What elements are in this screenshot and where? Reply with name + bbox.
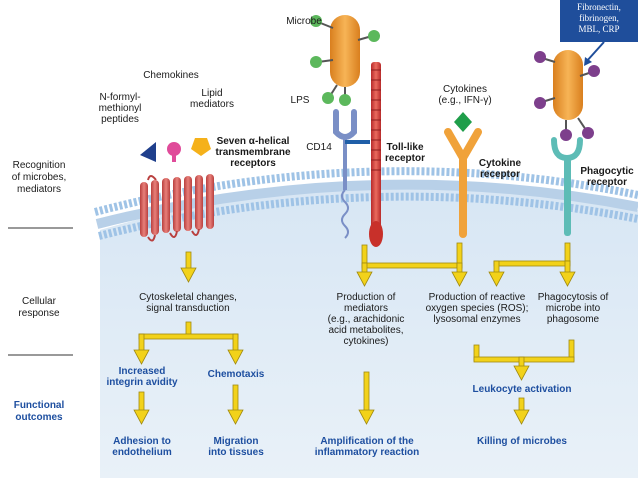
label-phagocytic-receptor: Phagocytic receptor [578,166,636,188]
pathway-arrows [133,242,576,425]
label-line: receptor [586,177,627,188]
label-line: peptides [101,114,139,125]
chemokine-ligand [167,142,181,162]
label-nformyl: N-formyl- methionyl peptides [92,92,148,125]
response-line: acid metabolites, [328,325,404,336]
outcome-adhesion: Adhesion to endothelium [106,436,178,458]
response-line: lysosomal enzymes [433,314,521,325]
row-label-line: mediators [17,184,61,195]
label-line: receptor [479,169,520,180]
label-lps: LPS [290,95,310,106]
response-ros: Production of reactive oxygen species (R… [420,292,534,325]
response-line: (e.g., arachidonic [327,314,405,325]
outcome-line: Adhesion to [113,436,171,447]
label-microbe: Microbe [286,16,322,27]
label-lipid: Lipid mediators [184,88,240,110]
response-cytoskeletal: Cytoskeletal changes, signal transductio… [126,292,250,314]
response-line: Production of reactive [428,292,526,303]
response-phagocytosis: Phagocytosis of microbe into phagosome [534,292,612,325]
label-line: (e.g., IFN-γ) [438,95,492,106]
outcome-line: integrin avidity [106,377,178,388]
toll-like-receptor [369,62,383,247]
label-line: receptor [384,153,425,164]
lipid-mediator-ligand [191,138,211,156]
nformyl-peptide-ligand [140,142,156,162]
response-line: Cytoskeletal changes, [139,292,237,303]
cytokine-receptor-shape [444,128,482,238]
callout-arrow [585,41,605,63]
label-line: Lipid [201,88,223,99]
callout-line: MBL, CRP [578,24,620,34]
label-line: mediators [190,99,234,110]
response-line: microbe into [545,303,601,314]
label-line: N-formyl- [99,92,141,103]
row-label-line: response [18,308,60,319]
outcome-line: Increased [118,366,166,377]
response-line: Phagocytosis of [537,292,609,303]
label-cd14: CD14 [306,142,332,153]
outcome-amplification: Amplification of the inflammatory reacti… [310,436,424,458]
label-line: receptors [230,158,276,169]
outcome-line: Amplification of the [320,436,414,447]
row-label-line: Functional [13,400,65,411]
response-mediators: Production of mediators (e.g., arachidon… [318,292,414,347]
row-label-line: Recognition [12,160,66,171]
response-line: Production of [336,292,396,303]
label-cytokines: Cytokines (e.g., IFN-γ) [432,84,498,106]
row-label-line: of microbes, [11,172,67,183]
label-cytokine-receptor: Cytokine receptor [472,158,528,180]
row-label-functional: Functional outcomes [2,400,76,424]
outcome-integrin: Increased integrin avidity [100,366,184,388]
microbe-2 [534,50,600,141]
microbe-1 [310,15,380,106]
callout-line: fibrinogen, [579,13,619,23]
outcome-chemotaxis: Chemotaxis [207,369,265,380]
label-line: Phagocytic [580,166,634,177]
label-toll: Toll-like receptor [380,142,430,164]
outcome-line: Migration [213,436,259,447]
label-line: methionyl [98,103,142,114]
row-label-cellular: Cellular response [2,296,76,320]
cytokine-ligand [454,112,472,132]
outcome-migration: Migration into tissues [200,436,272,458]
row-label-line: Cellular [22,296,56,307]
row-label-line: outcomes [15,412,63,423]
callout-line: Fibronectin, [577,2,621,12]
label-chemokines: Chemokines [143,70,199,81]
outcome-line: endothelium [112,447,172,458]
outcome-killing: Killing of microbes [476,436,567,447]
label-line: transmembrane [215,147,291,158]
outcome-line: inflammatory reaction [314,447,420,458]
cell-membrane [93,167,638,216]
response-line: signal transduction [146,303,230,314]
row-label-recognition: Recognition of microbes, mediators [2,160,76,196]
label-line: Cytokines [443,84,487,95]
response-line: oxygen species (ROS); [425,303,529,314]
seven-tm-receptor [140,174,214,242]
label-seven-tm: Seven α-helical transmembrane receptors [212,136,294,169]
label-line: Cytokine [478,158,522,169]
phagocytic-receptor-shape [551,137,583,236]
label-line: Seven α-helical [216,136,290,147]
cd14-receptor [333,109,370,239]
response-line: cytokines) [343,336,389,347]
response-line: phagosome [546,314,600,325]
label-line: Toll-like [386,142,424,153]
callout-box: Fibronectin, fibrinogen, MBL, CRP [560,0,638,42]
outcome-leukocyte: Leukocyte activation [472,384,572,395]
outcome-line: into tissues [208,447,264,458]
response-line: mediators [344,303,388,314]
